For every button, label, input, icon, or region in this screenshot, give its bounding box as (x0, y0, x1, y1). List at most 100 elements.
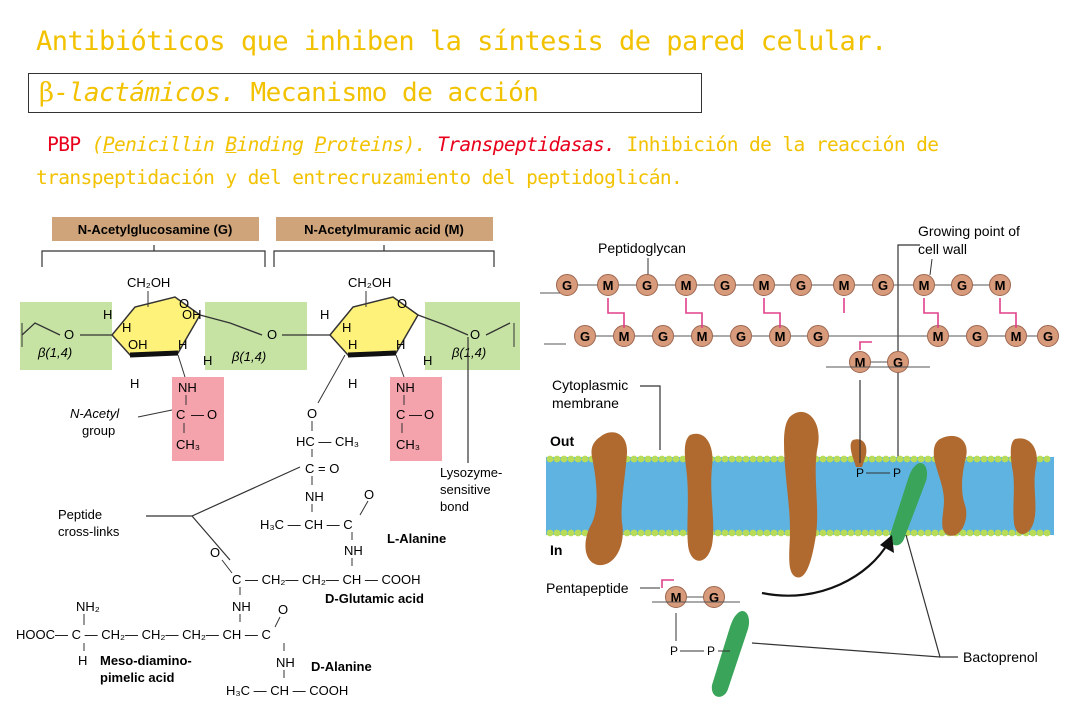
m-bead-label-r2-0: M (855, 355, 866, 370)
svg-text:H: H (348, 376, 357, 391)
n-acetyl-group-1: NH C—O CH₃ (176, 354, 217, 452)
group-label: group (82, 423, 115, 438)
beta14-2: β(1,4) (231, 349, 266, 364)
u-p2: P (314, 133, 327, 156)
peptide-crosslinks (607, 298, 1017, 350)
m-bead-label-r0-3: M (681, 278, 692, 293)
m-bead-r0-1 (597, 274, 619, 296)
m-bead-label-r1-9: M (1011, 329, 1022, 344)
description-text: PBP (Penicillin Binding Proteins). Trans… (36, 128, 1056, 194)
svg-text:NH: NH (276, 655, 295, 670)
g-bead-r0-6 (790, 274, 812, 296)
svg-text:NH: NH (344, 543, 363, 558)
ch2oh-1: CH₂OH (127, 275, 170, 290)
binding: inding (236, 133, 315, 156)
g-bead-label-r0-0: G (562, 278, 572, 293)
svg-text:OH: OH (182, 307, 202, 322)
subtitle-lactamicos: -lactámicos. (53, 78, 236, 108)
in-label: In (550, 542, 562, 558)
g-bead-label-r1-0: G (580, 329, 590, 344)
svg-text:O: O (470, 327, 480, 342)
m-bead-label-r1-7: M (933, 329, 944, 344)
g-bead-r1-10 (1037, 325, 1059, 347)
svg-text:H: H (203, 353, 212, 368)
n-acetyl-label: N-Acetyl (70, 406, 120, 421)
m-bead-r0-7 (833, 274, 855, 296)
ch2oh-2: CH₂OH (348, 275, 391, 290)
svg-text:H: H (78, 653, 87, 668)
description-rest: Inhibición de la reacción de transpeptid… (36, 133, 939, 189)
m-bead-r0-5 (753, 274, 775, 296)
svg-text:NH: NH (178, 380, 197, 395)
chemical-structure-panel: N-Acetylglucosamine (G) N-Acetylmuramic … (16, 217, 520, 698)
svg-text:H: H (122, 320, 131, 335)
peptidoglycan-label: Peptidoglycan (598, 240, 686, 256)
beta14-bg-1 (20, 302, 112, 370)
p-label-3: P (670, 644, 678, 658)
g-bead-label-r1-6: G (813, 329, 823, 344)
n-acetyl-bg-2 (390, 377, 442, 461)
m-bead-label-r0-1: M (603, 278, 614, 293)
membrane-panel: Peptidoglycan Growing point of cell wall… (540, 223, 1059, 697)
m-bead-label-r3-0: M (671, 590, 682, 605)
g-bead-label-r1-2: G (658, 329, 668, 344)
svg-text:CH₃: CH₃ (176, 437, 200, 452)
g-bead-r0-2 (636, 274, 658, 296)
nag-label: N-Acetylglucosamine (G) (78, 222, 233, 237)
svg-text:H: H (178, 337, 187, 352)
svg-text:H: H (130, 376, 139, 391)
peptide-label: Peptide (58, 507, 102, 522)
svg-text:H: H (396, 337, 405, 352)
svg-text:C: C (176, 407, 185, 422)
svg-text:C = O: C = O (305, 461, 339, 476)
svg-text:O: O (397, 296, 407, 311)
svg-text:O: O (278, 602, 288, 617)
m-bead-label-r0-7: M (839, 278, 850, 293)
g-bead-r0-10 (951, 274, 973, 296)
g-bead-label-r1-8: G (972, 329, 982, 344)
pbp-label: PBP (47, 133, 81, 156)
beta14-1: β(1,4) (37, 345, 72, 360)
m-bead-label-r1-3: M (697, 329, 708, 344)
g-bead-r0-0 (556, 274, 578, 296)
lysozyme-label-3: bond (440, 499, 469, 514)
meso-label-2: pimelic acid (100, 670, 174, 685)
g-bead-label-r1-10: G (1043, 329, 1053, 344)
peptide-chain: O HC — CH₃ C = O NH H₃C — CH — C O NH C … (16, 354, 420, 698)
svg-text:O: O (64, 327, 74, 342)
g-bead-r1-0 (574, 325, 596, 347)
subtitle-box: β-lactámicos. Mecanismo de acción (28, 73, 702, 113)
g-bead-label-r0-6: G (796, 278, 806, 293)
svg-text:HC — CH₃: HC — CH₃ (296, 434, 359, 449)
cytoplasmic-label-2: membrane (552, 395, 619, 411)
svg-text:OH: OH (128, 337, 148, 352)
meso-label-1: Meso-diamino- (100, 653, 192, 668)
growing-point-label-1: Growing point of (918, 223, 1020, 239)
g-bead-r1-8 (966, 325, 988, 347)
m-bead-r0-3 (675, 274, 697, 296)
m-bead-label-r0-5: M (759, 278, 770, 293)
g-bead-r0-4 (714, 274, 736, 296)
m-bead-label-r0-11: M (995, 278, 1006, 293)
bactoprenol-shapes (711, 462, 928, 697)
g-bead-label-r3-1: G (709, 590, 719, 605)
membrane-proteins (585, 411, 1037, 578)
svg-text:CH₃: CH₃ (396, 437, 420, 452)
proteins: roteins). (325, 133, 438, 156)
svg-text:C — CH₂— CH₂— CH — COOH: C — CH₂— CH₂— CH — COOH (232, 572, 420, 587)
g-bead-label-r2-1: G (893, 355, 903, 370)
cytoplasmic-label-1: Cytoplasmic (552, 377, 628, 393)
cross-links-label: cross-links (58, 524, 120, 539)
g-bead-r1-4 (730, 325, 752, 347)
svg-text:O: O (307, 406, 317, 421)
m-bead-label-r0-9: M (919, 278, 930, 293)
n-acetyl-bg-1 (172, 377, 224, 461)
g-bead-r1-2 (652, 325, 674, 347)
nag-bracket (41, 245, 266, 267)
m-bead-label-r1-1: M (619, 329, 630, 344)
svg-text:O: O (364, 487, 374, 502)
m-bead-r0-11 (989, 274, 1011, 296)
svg-text:H: H (348, 337, 357, 352)
out-label: Out (550, 433, 574, 449)
